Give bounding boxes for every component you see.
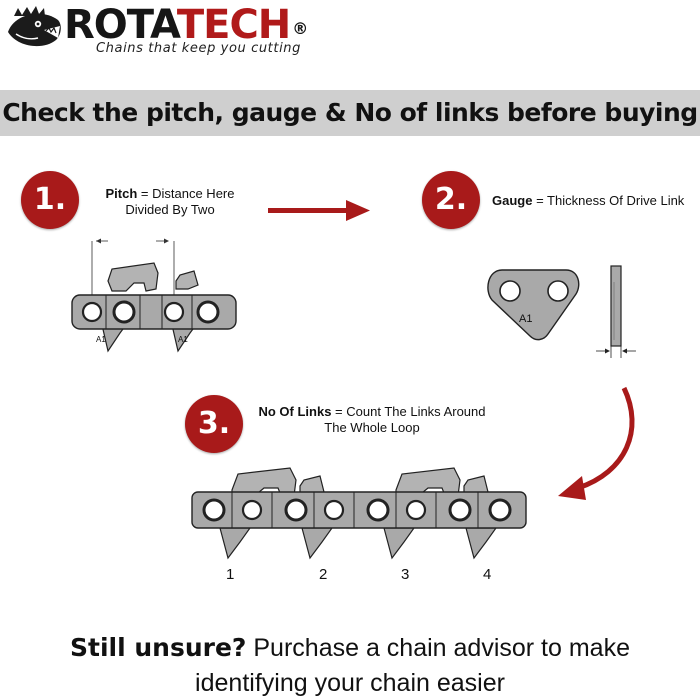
links-chain-diagram bbox=[191, 467, 527, 560]
step-3-badge: 3. bbox=[185, 395, 243, 453]
link-number-3: 3 bbox=[401, 566, 410, 583]
step-1-term: Pitch bbox=[105, 186, 138, 201]
footer-line-2: identifying your chain easier bbox=[195, 669, 505, 697]
curved-arrow-icon bbox=[558, 386, 635, 500]
step-1-part-label-b: A1 bbox=[178, 335, 188, 344]
fish-logo-icon bbox=[8, 6, 61, 47]
link-number-2: 2 bbox=[319, 566, 328, 583]
tagline: Chains that keep you cutting bbox=[96, 41, 301, 56]
footer-line-1-rest: Purchase a chain advisor to make bbox=[246, 634, 630, 662]
banner-bar bbox=[0, 90, 700, 136]
step-1-equals: = Distance Here bbox=[137, 186, 235, 201]
step-2-term: Gauge bbox=[492, 193, 533, 208]
banner-heading: Check the pitch, gauge & No of links bef… bbox=[2, 98, 698, 127]
step-2-badge: 2. bbox=[422, 171, 480, 229]
step-1-part-label-a: A1 bbox=[96, 335, 106, 344]
brand-left: ROTA bbox=[64, 2, 178, 48]
footer-line-1: Still unsure? Purchase a chain advisor t… bbox=[0, 633, 700, 663]
gauge-side-view-diagram bbox=[596, 265, 636, 358]
drive-link-diagram bbox=[487, 269, 580, 341]
pitch-chain-diagram bbox=[71, 238, 237, 353]
step-3-text: No Of Links = Count The Links Around The… bbox=[252, 404, 492, 436]
brand-wordmark: ROTATECH® bbox=[64, 2, 308, 48]
brand-right: TECH bbox=[176, 2, 291, 48]
step-2-text: Gauge = Thickness Of Drive Link bbox=[492, 193, 684, 209]
step-1-line2: Divided By Two bbox=[125, 202, 215, 217]
step-3-line2: The Whole Loop bbox=[324, 420, 420, 435]
step-3-equals: = Count The Links Around bbox=[331, 404, 486, 419]
link-number-1: 1 bbox=[226, 566, 235, 583]
step-2-equals: = Thickness Of Drive Link bbox=[532, 193, 685, 208]
step-3-term: No Of Links bbox=[258, 404, 332, 419]
footer-bold: Still unsure? bbox=[70, 633, 247, 662]
step-1-text: Pitch = Distance Here Divided By Two bbox=[95, 186, 245, 218]
step-2-part-label: A1 bbox=[519, 313, 533, 325]
registered-mark: ® bbox=[292, 19, 308, 38]
link-number-4: 4 bbox=[483, 566, 492, 583]
step-1-badge: 1. bbox=[21, 171, 79, 229]
arrow-right-icon bbox=[268, 200, 370, 221]
